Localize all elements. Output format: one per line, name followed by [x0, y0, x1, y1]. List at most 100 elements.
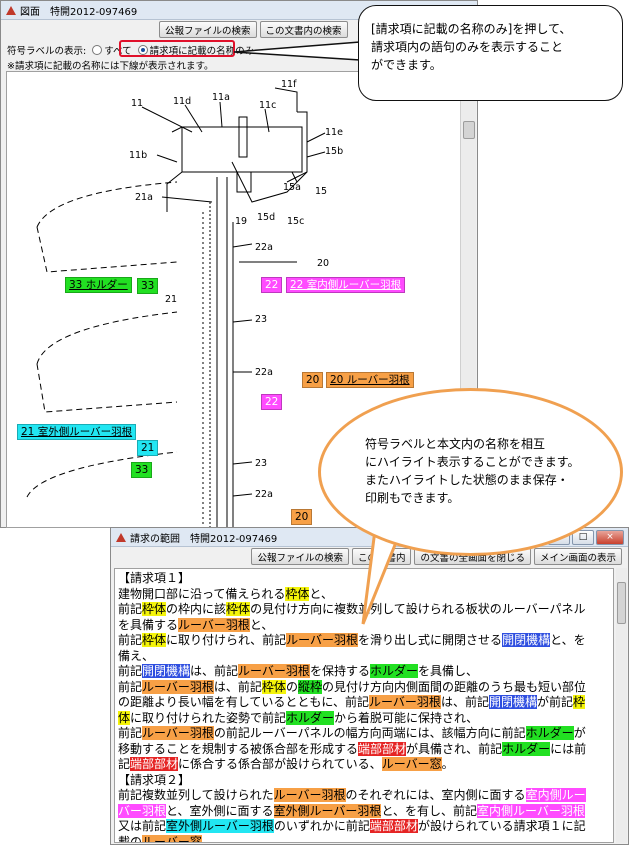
show-main-screen-button[interactable]: メイン画面の表示	[533, 548, 622, 565]
callout-top-line-1: [請求項に記載の名称のみ]を押して、	[371, 22, 572, 36]
claim-text: 前記	[118, 633, 143, 647]
highlighted-term[interactable]: ホルダー	[525, 726, 574, 740]
claim-text: と、を有し、前記	[381, 803, 477, 818]
claim-text: を滑り出し式に開閉させる	[358, 633, 503, 647]
ref-15d: 15d	[257, 212, 275, 223]
highlighted-term[interactable]: 開閉機構	[488, 695, 537, 709]
ref-21a: 21a	[135, 192, 153, 203]
publication-file-search-button[interactable]: 公報ファイルの検索	[159, 21, 257, 38]
highlighted-term[interactable]: 枠	[572, 695, 585, 709]
claim-text: と、	[249, 617, 274, 632]
claim-text: 前記複数並列して設けられた	[118, 788, 274, 802]
drawing-scroll-thumb[interactable]	[463, 121, 475, 139]
highlighted-term[interactable]: 枠体	[142, 633, 167, 647]
highlighted-term[interactable]: ホルダー	[286, 710, 335, 725]
radio-all[interactable]	[92, 45, 103, 55]
ref-15b: 15b	[325, 146, 343, 157]
tag-21-outer-louver[interactable]: 21 室外側ルーバー羽根	[17, 424, 137, 440]
claim-text: から着脱可能に保持され、	[334, 710, 479, 725]
highlighted-term[interactable]: 端部部材	[358, 741, 407, 756]
louver-arc-1	[36, 181, 178, 228]
highlighted-term[interactable]: 室外側ルーバー羽根	[166, 819, 274, 833]
highlighted-term[interactable]: ルーバー羽根	[238, 664, 310, 678]
ref-11f: 11f	[281, 79, 297, 90]
frame-lines	[166, 126, 183, 212]
highlighted-term[interactable]: 枠体	[285, 586, 310, 601]
leader-11	[141, 106, 193, 133]
highlighted-term[interactable]: ルーバー窓	[381, 757, 442, 771]
maximize-button[interactable]: □	[572, 530, 594, 545]
highlighted-term[interactable]: ルーバー羽根	[369, 695, 441, 709]
publication-file-search-button[interactable]: 公報ファイルの検索	[251, 548, 349, 565]
highlighted-term[interactable]: 室外側ルーバー羽根	[273, 803, 382, 818]
claim-line: 又は前記室外側ルーバー羽根のいずれかに前記端部部材が設けられている請求項１に記	[118, 819, 610, 835]
claims-scrollbar[interactable]	[616, 568, 627, 843]
leader-11d	[184, 104, 203, 133]
claim-line: 前記複数並列して設けられたルーバー羽根のそれぞれには、室内側に面する室内側ルー	[118, 788, 610, 804]
ref-23b: 23	[255, 458, 267, 469]
claim-text: 前記	[118, 726, 143, 740]
leader-22a-3	[232, 493, 253, 497]
highlighted-term[interactable]: ホルダー	[502, 741, 551, 756]
highlighted-term[interactable]: 開閉機構	[142, 664, 191, 678]
tag-33b[interactable]: 33	[131, 462, 153, 478]
radio-claims-only-label[interactable]: 請求項に記載の名称のみ	[149, 46, 255, 57]
claim-text: のいずれかに前記	[273, 819, 370, 833]
claim-text: が	[573, 726, 586, 740]
tag-21[interactable]: 21	[137, 440, 159, 456]
tag-33[interactable]: 33	[137, 278, 159, 294]
highlighted-term[interactable]: ルーバー羽根	[178, 617, 250, 632]
ref-15c: 15c	[287, 216, 304, 227]
label-display-row: 符号ラベルの表示: すべて 請求項に記載の名称のみ	[7, 43, 254, 57]
claim-text: には前	[550, 741, 587, 756]
highlighted-term[interactable]: バー羽根	[118, 803, 167, 818]
highlighted-term[interactable]: ルーバー羽根	[273, 788, 346, 802]
highlighted-term[interactable]: ルーバー羽根	[142, 726, 214, 740]
callout-bottom-line-3: またハイライトした状態のまま保存・	[365, 473, 569, 487]
claims-scroll-thumb[interactable]	[617, 582, 626, 624]
claim-text: と、	[309, 586, 333, 601]
tag-20-louver[interactable]: 20 ルーバー羽根	[326, 372, 414, 388]
claim-line: 載のルーバー窓。	[118, 834, 610, 842]
highlighted-term[interactable]: 枠体	[226, 602, 251, 616]
highlighted-term[interactable]: 室内側ルーバー羽根	[476, 803, 585, 818]
tag-22[interactable]: 22	[261, 277, 283, 293]
highlighted-term[interactable]: 室内側ルー	[525, 788, 586, 802]
claim-text: が前記	[536, 695, 573, 709]
highlighted-term[interactable]: 開閉機構	[502, 633, 551, 647]
highlighted-term[interactable]: 枠体	[261, 679, 286, 694]
highlighted-term[interactable]: 枠体	[142, 602, 167, 616]
radio-all-label[interactable]: すべて	[104, 46, 132, 57]
highlighted-term[interactable]: ルーバー窓	[142, 834, 202, 842]
highlighted-term[interactable]: ルーバー羽根	[142, 679, 214, 694]
claim-text: 建物開口部に沿って備えられる	[118, 586, 286, 601]
highlighted-term[interactable]: 端部部材	[369, 819, 418, 833]
callout-top-pointer	[233, 41, 361, 61]
callout-bottom-line-4: 印刷もできます。	[365, 491, 460, 505]
radio-claims-only[interactable]	[137, 45, 148, 55]
search-in-document-button[interactable]: この文書内の検索	[259, 21, 348, 38]
tag-33-holder[interactable]: 33 ホルダー	[65, 277, 132, 293]
patent-figure-svg: 11f 11 11d 11a 11c 11e 11b 15b 15a 15 21…	[26, 79, 343, 527]
tag-22-inner-louver[interactable]: 22 室内側ルーバー羽根	[286, 277, 406, 293]
tag-20b[interactable]: 20	[291, 509, 313, 525]
claim-text: に係合する係合部が設けられている、	[178, 757, 382, 771]
claim-text: 前記	[118, 664, 143, 678]
claim-text: の	[285, 679, 298, 694]
leader-11f	[274, 87, 298, 112]
highlighted-term[interactable]: 端部部材	[130, 757, 179, 771]
highlighted-term[interactable]: ホルダー	[369, 664, 418, 678]
underline-note: ※請求項に記載の名称には下線が表示されます。	[7, 61, 214, 72]
claim-line: 記端部部材に係合する係合部が設けられている、ルーバー窓。	[118, 757, 610, 773]
close-button[interactable]: ×	[596, 530, 624, 545]
ref-22a-2: 22a	[255, 367, 273, 378]
tag-22b[interactable]: 22	[261, 394, 283, 410]
claims-text-area[interactable]: 【請求項１】建物開口部に沿って備えられる枠体と、前記枠体の枠内に該枠体の見付け方…	[114, 568, 614, 843]
tag-20[interactable]: 20	[302, 372, 324, 388]
highlighted-term[interactable]: ルーバー羽根	[286, 633, 359, 647]
highlighted-term[interactable]: 体	[118, 710, 131, 725]
claim-line: 前記ルーバー羽根は、前記枠体の縦枠の見付け方向内側面間の距離のうち最も短い部位	[118, 679, 610, 696]
highlighted-term[interactable]: 縦枠	[297, 679, 322, 694]
drawing-toolbar: 公報ファイルの検索 この文書内の検索	[159, 21, 348, 38]
claim-text: を具備する	[118, 617, 179, 632]
